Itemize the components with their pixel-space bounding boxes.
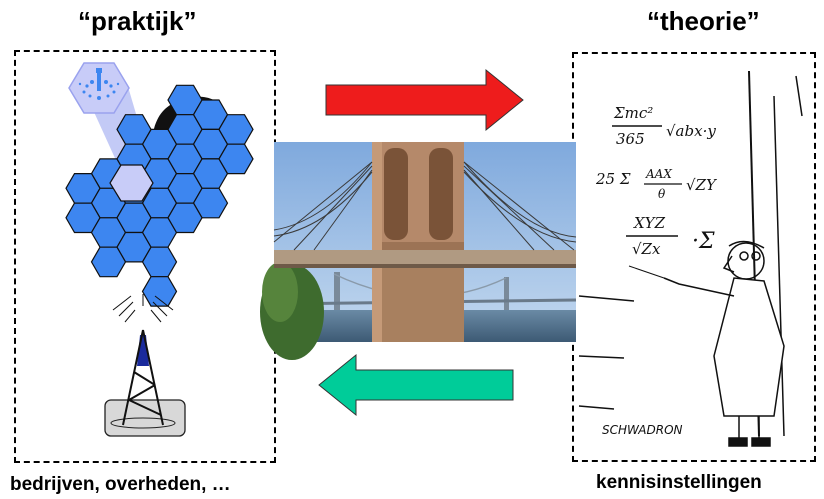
theorie-title: “theorie” [647, 6, 760, 36]
theorie-caption: kennisinstellingen [596, 472, 762, 493]
formula-text: XYZ [633, 214, 666, 232]
formula-text: √abx·y [666, 122, 716, 140]
professor-cartoon: Σmc² 365 √abx·y 25 Σ AAX θ √ZY XYZ √Zx ·… [578, 70, 803, 447]
bridge-cables [273, 161, 577, 251]
praktijk-caption: bedrijven, overheden, … [10, 474, 231, 495]
arrow-to-theorie [325, 68, 524, 132]
formulas: Σmc² 365 √abx·y 25 Σ AAX θ √ZY XYZ √Zx ·… [595, 104, 718, 258]
hexagon-cell [90, 246, 127, 278]
hexagon-cell [167, 202, 203, 234]
praktijk-title: “praktijk” [78, 6, 197, 36]
cellular-network-illustration [65, 62, 254, 307]
arrow-to-praktijk [318, 353, 514, 417]
bridge-photo [260, 142, 577, 360]
formula-text: √ZY [686, 176, 718, 194]
formula-text: ·Σ [692, 229, 715, 254]
hexagon-grid [65, 84, 254, 307]
formula-text: Σmc² [613, 104, 653, 122]
radio-waves [112, 294, 174, 323]
cartoonist-signature: SCHWADRON [602, 423, 683, 437]
sprinkler-icon [78, 68, 120, 100]
formula-text: 365 [616, 130, 645, 148]
formula-text: √Zx [632, 240, 661, 258]
cell-tower-illustration [104, 294, 186, 437]
hexagon-cell [218, 143, 254, 175]
formula-text: 25 Σ [595, 170, 631, 188]
bridge-tower [372, 142, 464, 342]
formula-text: AAX [645, 167, 672, 181]
bridge-deck [274, 250, 576, 264]
formula-text: θ [658, 187, 666, 201]
highlighted-hexagon [109, 164, 154, 202]
